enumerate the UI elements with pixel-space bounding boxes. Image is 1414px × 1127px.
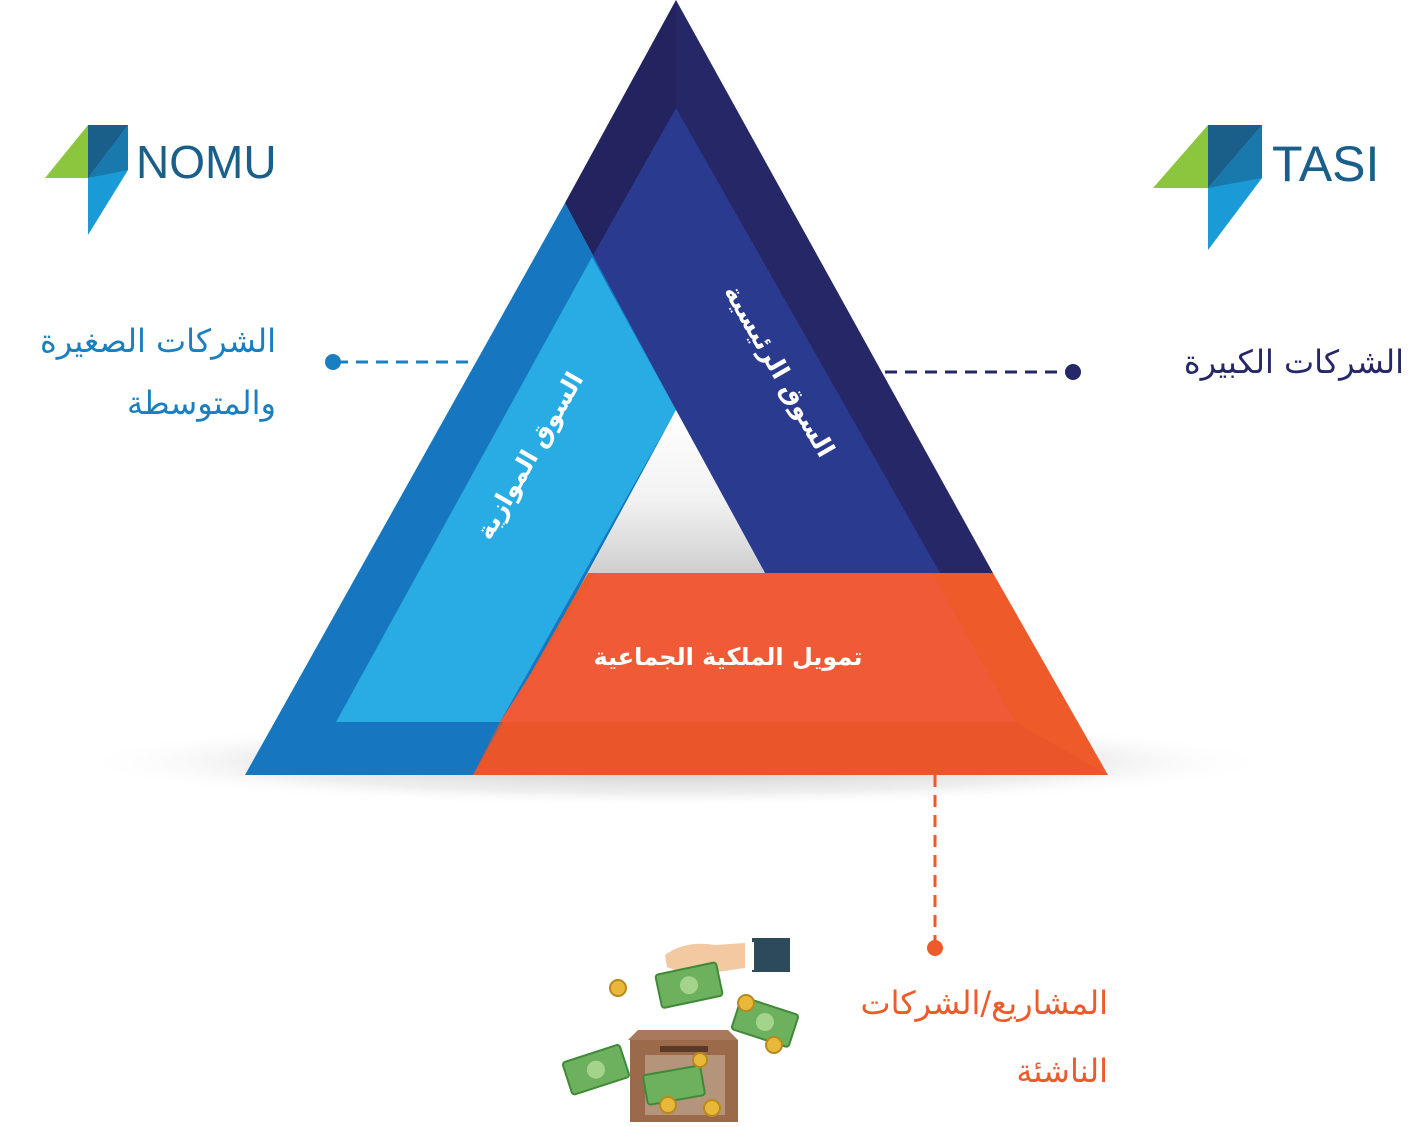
- main-market-segment: [565, 0, 993, 573]
- connectors: [325, 354, 1081, 956]
- dot-startups: [927, 940, 943, 956]
- dot-large: [1065, 364, 1081, 380]
- small-medium-label-line1: الشركات الصغيرة: [39, 322, 276, 360]
- main-market-inner: [592, 108, 940, 573]
- parallel-market-inner: [336, 257, 676, 722]
- nomu-logo-text: NOMU: [136, 136, 277, 188]
- nomu-logo-icon: [45, 125, 128, 235]
- dot-small-medium: [325, 354, 341, 370]
- money-box-icon: [561, 938, 800, 1122]
- tasi-logo-icon: [1153, 125, 1262, 250]
- center-hole: [588, 410, 765, 573]
- crowdfunding-inner: [500, 573, 1015, 722]
- small-medium-label-line2: والمتوسطة: [127, 384, 276, 422]
- crowdfunding-segment: [473, 573, 1108, 775]
- parallel-market-segment: [245, 203, 676, 775]
- startups-label-line2: الناشئة: [1016, 1052, 1108, 1090]
- large-companies-label: الشركات الكبيرة: [1183, 343, 1404, 381]
- crowdfunding-label: تمويل الملكية الجماعية: [593, 643, 862, 671]
- tasi-logo-text: TASI: [1272, 136, 1380, 192]
- startups-label-line1: المشاريع/الشركات: [860, 984, 1108, 1022]
